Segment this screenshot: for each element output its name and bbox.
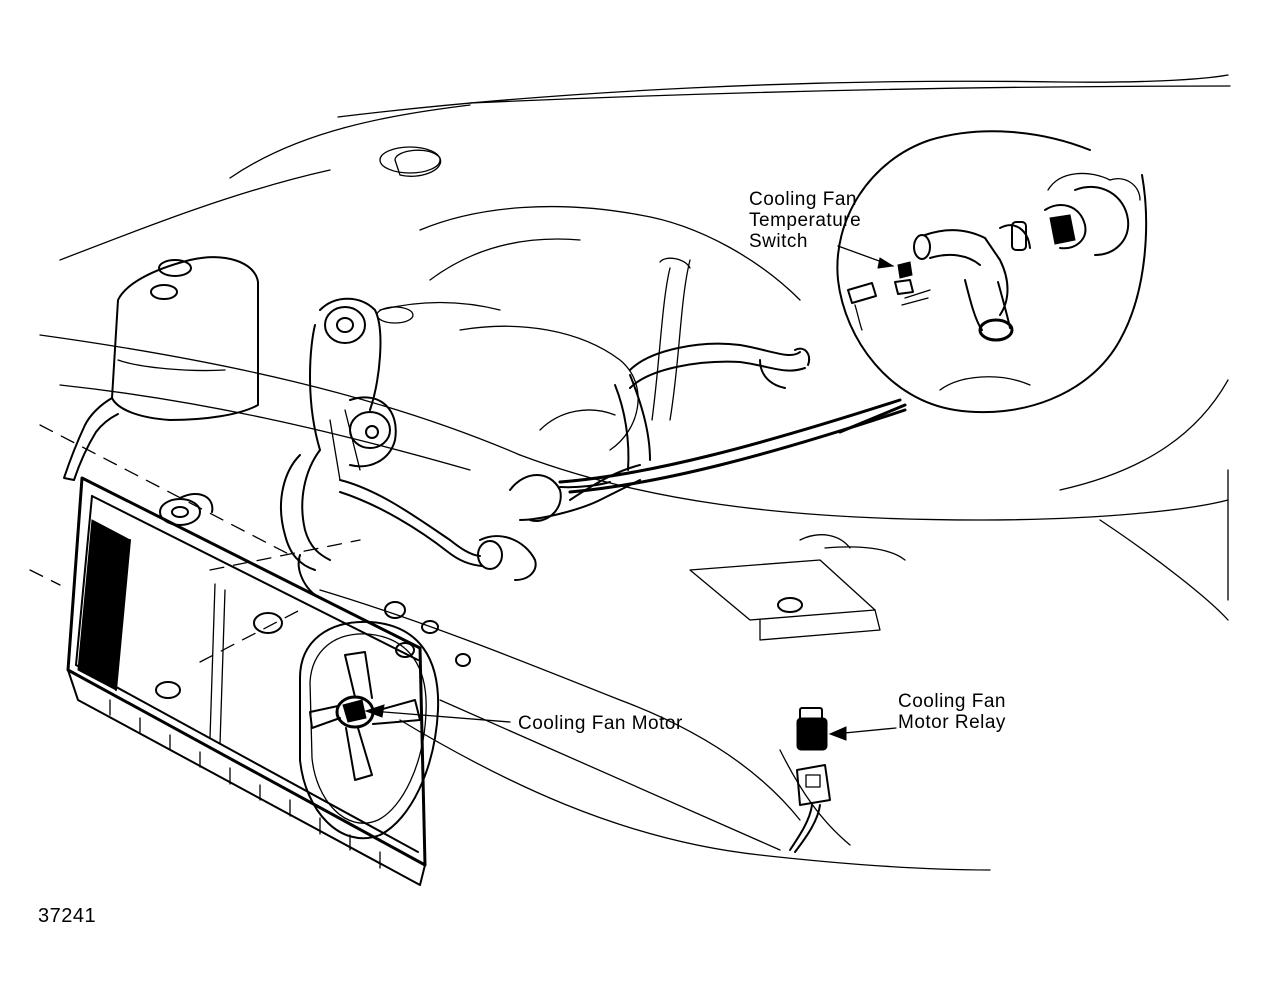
figure-number: 37241 xyxy=(38,905,97,927)
motor-relay-label: Cooling Fan Motor Relay xyxy=(898,691,1006,733)
detail-circle xyxy=(836,130,1148,434)
radiator xyxy=(66,476,471,886)
hoses-and-pump xyxy=(279,297,811,599)
temperature-switch-label: Cooling Fan Temperature Switch xyxy=(749,189,862,252)
engine-block xyxy=(376,205,801,451)
lower-bracket xyxy=(689,534,906,641)
dashed-guides xyxy=(29,424,361,663)
temp-switch-arrowhead xyxy=(877,257,895,269)
fan-motor-arrowhead xyxy=(364,704,385,718)
fan-motor-leader xyxy=(371,710,511,723)
callout-arrows xyxy=(364,245,897,741)
relay-arrowhead xyxy=(828,726,847,741)
motor-relay xyxy=(789,707,831,853)
fan-motor-label: Cooling Fan Motor xyxy=(518,713,683,734)
wiring-harness xyxy=(439,398,907,851)
coolant-reservoir xyxy=(63,256,259,481)
